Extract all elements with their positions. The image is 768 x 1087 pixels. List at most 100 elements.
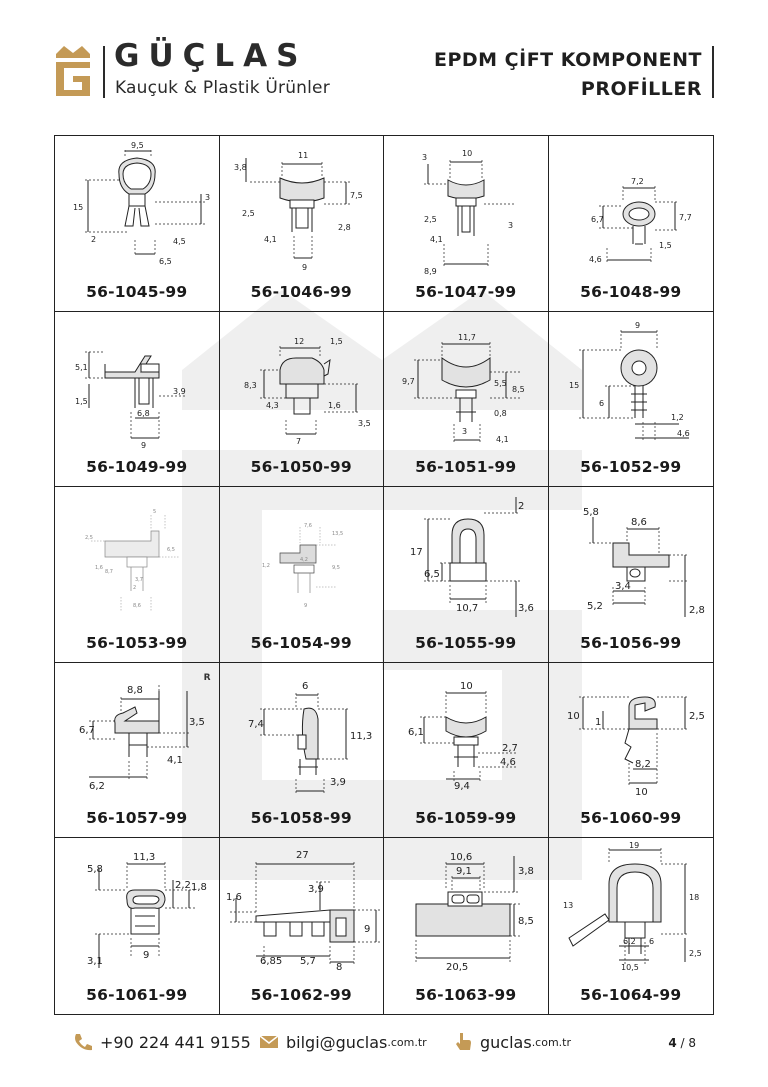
product-code: 56-1061-99 xyxy=(86,986,188,1004)
dim-label: 5,8 xyxy=(583,507,599,518)
email-address: bilgi@guclas xyxy=(286,1032,388,1052)
dim-label: 8,9 xyxy=(424,267,437,276)
product-code: 56-1047-99 xyxy=(415,282,517,301)
document-title: EPDM ÇİFT KOMPONENT PROFİLLER xyxy=(434,46,702,104)
product-code: 56-1050-99 xyxy=(250,458,352,477)
product-code: 56-1059-99 xyxy=(415,809,517,828)
product-cell[interactable]: 10 1 2,5 8,2 10 56-1060-99 xyxy=(548,663,713,839)
dim-label: 1,6 xyxy=(95,565,103,571)
profile-drawing: 10,6 9,1 3,8 8,5 20,5 xyxy=(415,852,534,973)
product-cell[interactable]: 7,2 6,7 7,7 1,5 4,6 56-1048-99 xyxy=(548,136,713,312)
product-cell[interactable]: 9,5 15 3 2 4,5 6,5 56-1045-99 xyxy=(55,136,220,312)
dim-label: 1,6 xyxy=(328,401,341,410)
product-cell[interactable]: 19 13 18 6,2 6 10,5 2,5 56-1064-99 xyxy=(549,838,714,1014)
product-cell[interactable]: 3 10 2,5 3 4,1 8,9 56-1047-99 xyxy=(384,136,549,312)
dim-label: 3,8 xyxy=(518,866,534,877)
dim-label: 9 xyxy=(364,924,370,935)
product-code: 56-1055-99 xyxy=(415,633,517,652)
dim-label: 2,5 xyxy=(424,215,437,224)
product-code: 56-1049-99 xyxy=(86,458,188,477)
product-cell[interactable]: 6 7,4 11,3 3,9 56-1058-99 xyxy=(219,662,384,839)
dim-label: 10,7 xyxy=(456,603,478,614)
profile-drawing: 5,8 8,6 3,4 5,2 2,8 xyxy=(583,507,705,618)
profile-drawing: 2 17 6,5 10,7 3,6 xyxy=(410,497,534,618)
dim-label: 9 xyxy=(635,321,640,330)
dim-label: 1,2 xyxy=(671,413,684,422)
title-bar xyxy=(712,46,714,98)
page-footer: +90 224 441 9155 bilgi@guclas.com.tr guc… xyxy=(0,1030,768,1060)
product-cell[interactable]: 5,1 1,5 3,9 6,8 9 56-1049-99 xyxy=(55,311,220,488)
dim-label: 8,6 xyxy=(631,517,647,528)
logo-divider xyxy=(103,46,105,98)
page-number: 4 / 8 xyxy=(668,1036,696,1050)
dim-label: 6,7 xyxy=(79,725,95,736)
profile-drawing: 5,8 11,3 2,2 1,8 9 3,1 xyxy=(87,852,207,969)
product-cell[interactable]: 5,8 11,3 2,2 1,8 9 3,1 56-1061-99 xyxy=(55,838,220,1014)
profile-drawing: 7,2 6,7 7,7 1,5 4,6 xyxy=(589,177,692,264)
dim-label: 5,2 xyxy=(587,601,603,612)
profile-drawing: 12 1,5 8,3 4,3 1,6 3,5 7 xyxy=(244,337,371,446)
dim-label: 2,8 xyxy=(338,223,351,232)
dim-label: 5,7 xyxy=(300,956,316,967)
dim-label: 3 xyxy=(205,193,210,202)
dim-label: 3,8 xyxy=(234,163,247,172)
product-cell[interactable]: 10,6 9,1 3,8 8,5 20,5 56-1063-99 xyxy=(384,838,549,1014)
product-code: 56-1057-99 xyxy=(86,809,188,828)
email-link[interactable]: bilgi@guclas.com.tr xyxy=(258,1032,427,1052)
dim-label: 11,3 xyxy=(133,852,155,863)
product-code: 56-1045-99 xyxy=(86,282,188,301)
product-code: 56-1062-99 xyxy=(250,986,352,1004)
dim-label: 6,5 xyxy=(167,547,175,553)
title-line-1: EPDM ÇİFT KOMPONENT xyxy=(433,49,702,71)
profile-drawing: 8,8 3,5 6,7 4,1 6,2 xyxy=(79,684,205,792)
dim-label: 4,6 xyxy=(500,757,516,768)
product-cell[interactable]: 9 15 6 1,2 4,6 56-1052-99 xyxy=(548,312,713,488)
product-cell[interactable]: 5 2,5 6,5 1,6 8,7 3,7 2 8,6 56-1053-99 xyxy=(55,487,220,663)
dim-label: 9,7 xyxy=(402,377,415,386)
dim-label: 7,5 xyxy=(350,191,363,200)
product-cell[interactable]: 11,7 9,7 5,5 8,5 0,8 3 4,1 56-1051-99 xyxy=(384,311,549,488)
dim-label: 6,7 xyxy=(591,215,604,224)
dim-label: 4,1 xyxy=(430,235,443,244)
dim-label: 1 xyxy=(595,717,601,728)
product-cell[interactable]: 10 6,1 2,7 4,6 9,4 56-1059-99 xyxy=(384,662,549,839)
dim-label: 3 xyxy=(422,153,427,162)
dim-label: 4,1 xyxy=(167,755,183,766)
dim-label: 6 xyxy=(649,937,654,946)
dim-label: 9,5 xyxy=(131,141,144,150)
product-code: 56-1060-99 xyxy=(580,809,682,828)
product-cell[interactable]: 7,6 13,5 1,2 9,5 4,2 9 56-1054-99 xyxy=(219,487,384,663)
product-cell[interactable]: 27 1,6 3,9 9 6,85 5,7 8 56-1062-99 xyxy=(220,838,384,1014)
website-link[interactable]: guclas.com.tr xyxy=(452,1032,571,1052)
product-cell[interactable]: 3,8 11 7,5 2,5 2,8 4,1 9 56-1046-99 xyxy=(219,136,384,312)
dim-label: 4,6 xyxy=(589,255,602,264)
product-cell[interactable]: 2 17 6,5 10,7 3,6 56-1055-99 xyxy=(384,487,549,663)
product-grid: 9,5 15 3 2 4,5 6,5 56-1045-99 xyxy=(54,135,714,1015)
dim-label: 2 xyxy=(91,235,96,244)
dim-label: 3 xyxy=(462,427,467,436)
dim-label: 8,5 xyxy=(512,385,525,394)
profile-drawing: 5,1 1,5 3,9 6,8 9 xyxy=(75,351,186,450)
phone-link[interactable]: +90 224 441 9155 xyxy=(72,1032,251,1052)
dim-label: 8,6 xyxy=(133,603,141,609)
dim-label: 4,6 xyxy=(677,429,690,438)
product-cell[interactable]: 12 1,5 8,3 4,3 1,6 3,5 7 56-1050-99 xyxy=(219,311,384,488)
title-line-2: PROFİLLER xyxy=(580,78,702,100)
dim-label: 2,8 xyxy=(689,605,705,616)
product-cell[interactable]: R 8,8 3,5 6,7 4,1 6,2 56-1057-99 xyxy=(55,662,220,839)
dim-label: 5,5 xyxy=(494,379,507,388)
product-cell[interactable]: 5,8 8,6 3,4 5,2 2,8 56-1056-99 xyxy=(548,487,713,663)
dim-label: 0,8 xyxy=(494,409,507,418)
dim-label: 10,6 xyxy=(450,852,472,863)
profile-drawing: 7,6 13,5 1,2 9,5 4,2 9 xyxy=(262,523,343,609)
profile-drawing: 10 6,1 2,7 4,6 9,4 xyxy=(408,681,518,792)
website-name: guclas xyxy=(480,1032,532,1052)
dim-label: 4,2 xyxy=(300,557,308,563)
product-code: 56-1063-99 xyxy=(415,986,517,1004)
product-code: 56-1058-99 xyxy=(250,809,352,828)
dim-label: 12 xyxy=(294,337,304,346)
dim-label: 3 xyxy=(508,221,513,230)
dim-label: 10 xyxy=(460,681,473,692)
dim-label: 1,5 xyxy=(75,397,88,406)
profile-drawing: 6 7,4 11,3 3,9 xyxy=(248,681,372,793)
